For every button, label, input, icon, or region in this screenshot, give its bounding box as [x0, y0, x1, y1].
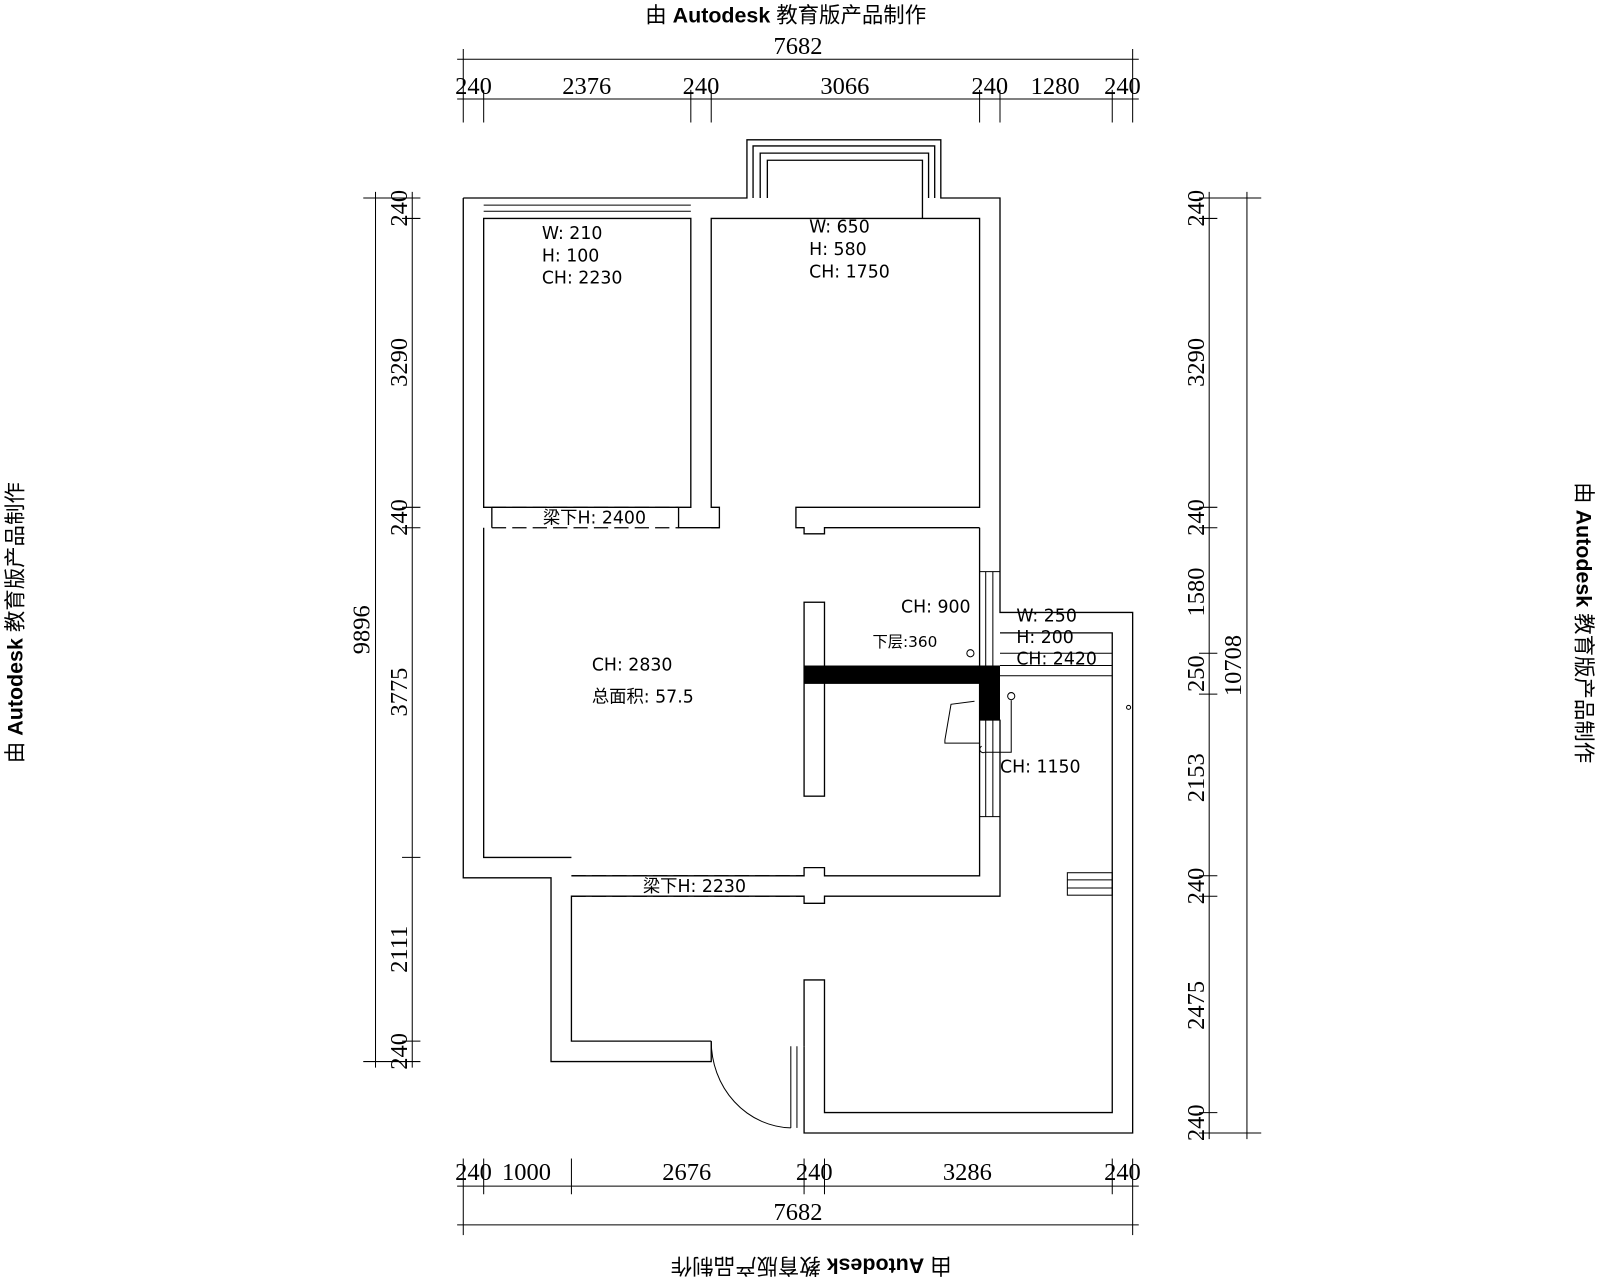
- dim-label: 240: [386, 1033, 413, 1070]
- dim-label: 240: [796, 1159, 833, 1186]
- annotations: W: 210 H: 100 CH: 2230 W: 650 H: 580 CH:…: [542, 218, 1097, 897]
- pipe-icon: [1007, 692, 1016, 701]
- dim-label: 2111: [386, 926, 413, 973]
- bedroom1-height: H: 100: [542, 246, 599, 266]
- window-ceiling-900: CH: 900: [901, 597, 971, 617]
- kitchen-width: W: 250: [1016, 607, 1077, 627]
- pillar: [803, 601, 826, 797]
- dim-bottom-total: 7682: [773, 1199, 822, 1226]
- column-black: [979, 665, 1000, 721]
- beam-black: [804, 665, 1000, 684]
- watermark-bottom: 由 Autodesk 教育版产品制作: [671, 1254, 952, 1278]
- pipe-icon: [1126, 704, 1132, 710]
- dim-label: 2153: [1183, 753, 1210, 802]
- dim-label: 240: [1104, 73, 1141, 100]
- dim-label: 240: [1183, 1104, 1210, 1141]
- dim-label: 240: [1104, 1159, 1141, 1186]
- bedroom2-width: W: 650: [809, 218, 870, 238]
- dim-label: 3066: [820, 73, 869, 100]
- dimension-top: 7682 240 2376 240 3066 240 1280 240: [455, 33, 1141, 123]
- dim-right-total: 10708: [1220, 635, 1247, 696]
- bedroom2-ceiling: CH: 1750: [809, 263, 890, 283]
- dimension-left: 9896 240 3290 240 3775 2111 240: [348, 190, 421, 1070]
- dim-label: 1000: [502, 1159, 551, 1186]
- kitchen-ceiling: CH: 2420: [1016, 649, 1097, 669]
- total-area: 总面积: 57.5: [592, 687, 694, 707]
- bedroom2-height: H: 580: [809, 240, 866, 260]
- dim-label: 240: [1183, 868, 1210, 905]
- window-ceiling-1150: CH: 1150: [1000, 758, 1081, 778]
- dim-label: 240: [386, 190, 413, 227]
- dim-label: 240: [1183, 499, 1210, 536]
- walls: [462, 139, 1134, 1134]
- dim-label: 240: [455, 73, 492, 100]
- dim-label: 3775: [386, 668, 413, 717]
- beam-lower-height: 梁下H: 2230: [643, 877, 746, 897]
- dim-label: 3286: [943, 1159, 992, 1186]
- bedroom1-ceiling: CH: 2230: [542, 269, 623, 289]
- watermark-top: 由 Autodesk 教育版产品制作: [645, 3, 926, 27]
- sink-fixture: [944, 700, 980, 744]
- dim-left-total: 9896: [348, 605, 375, 654]
- dim-top-total: 7682: [773, 33, 822, 60]
- dim-label: 240: [386, 499, 413, 536]
- dim-label: 240: [1183, 190, 1210, 227]
- beam-upper-height: 梁下H: 2400: [543, 509, 646, 529]
- watermark-left: 由 Autodesk 教育版产品制作: [3, 482, 27, 763]
- dim-label: 240: [971, 73, 1008, 100]
- dim-label: 2676: [662, 1159, 711, 1186]
- dim-label: 240: [683, 73, 720, 100]
- watermark-right: 由 Autodesk 教育版产品制作: [1572, 482, 1596, 763]
- dim-label: 3290: [386, 338, 413, 387]
- dim-label: 2376: [562, 73, 611, 100]
- dim-label: 2475: [1183, 981, 1210, 1030]
- living-ceiling: CH: 2830: [592, 656, 673, 676]
- dim-label: 1580: [1183, 568, 1210, 617]
- dim-label: 1280: [1031, 73, 1080, 100]
- dimension-right: 10708 240 3290 240 1580 250 2153 240 247…: [1183, 190, 1262, 1141]
- dim-label: 240: [455, 1159, 492, 1186]
- dimension-bottom: 240 1000 2676 240 3286 240 7682: [455, 1158, 1141, 1236]
- dim-label: 250: [1183, 655, 1210, 692]
- kitchen-height: H: 200: [1016, 628, 1073, 648]
- dim-label: 3290: [1183, 338, 1210, 387]
- bedroom1-width: W: 210: [542, 224, 603, 244]
- lower-level: 下层:360: [872, 633, 937, 651]
- pipe-icon: [966, 649, 975, 658]
